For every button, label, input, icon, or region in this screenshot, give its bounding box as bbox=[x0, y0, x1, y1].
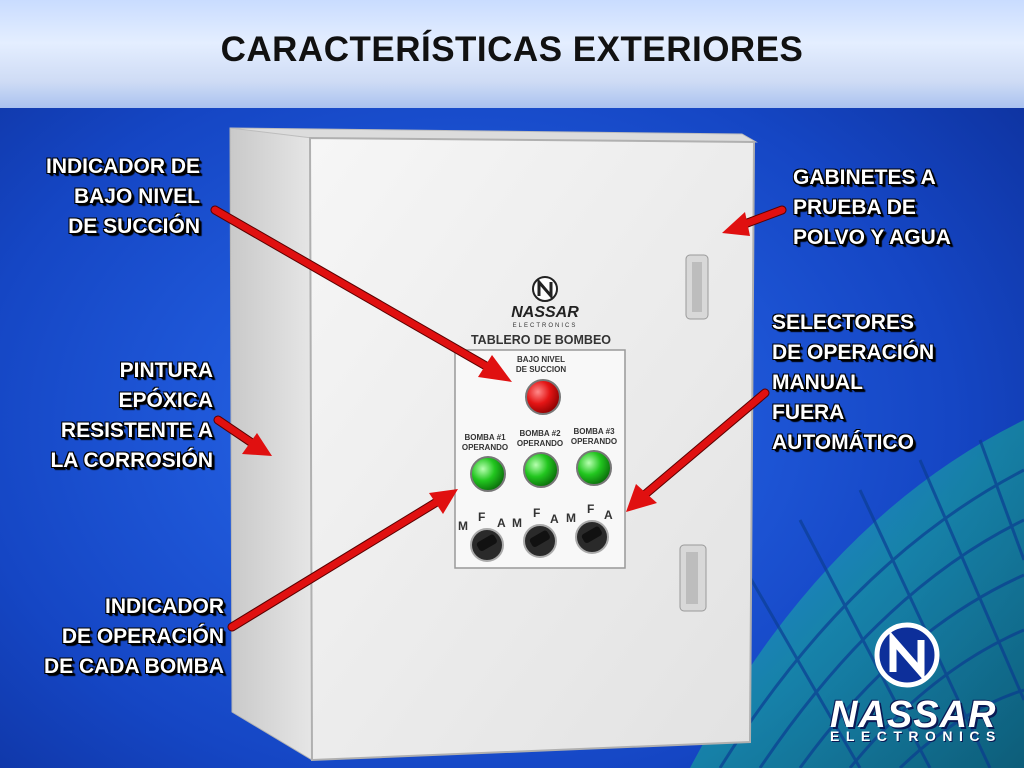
arrow-selectores-icon bbox=[626, 388, 770, 512]
corner-nassar-logo-icon bbox=[874, 622, 940, 688]
sel3-letter-m: M bbox=[566, 511, 576, 525]
panel-label: TABLERO DE BOMBEO bbox=[471, 333, 611, 347]
cabinet-top bbox=[229, 127, 758, 143]
door-nassar-logo-icon bbox=[532, 276, 558, 302]
pump1-label-1: BOMBA #1 bbox=[464, 433, 506, 442]
sel1-letter-f: F bbox=[478, 510, 485, 524]
pump3-label-1: BOMBA #3 bbox=[573, 427, 615, 436]
selector-1-icon bbox=[470, 528, 504, 562]
sel2-letter-a: A bbox=[550, 512, 559, 526]
low-level-label-1: BAJO NIVEL bbox=[517, 355, 565, 364]
arrow-indicador-bomba-icon bbox=[227, 489, 458, 632]
arrow-bajo-nivel-icon bbox=[210, 205, 512, 382]
pump3-label-2: OPERANDO bbox=[571, 437, 617, 446]
pump3-pilot-light-icon bbox=[576, 450, 612, 486]
callout-bajo-nivel: INDICADOR DE BAJO NIVEL DE SUCCIÓN bbox=[45, 155, 200, 238]
low-level-label-2: DE SUCCION bbox=[516, 365, 566, 374]
callout-indicador-bomba: INDICADOR DE OPERACIÓN DE CADA BOMBA bbox=[43, 595, 224, 678]
corner-brand-sub: ELECTRONICS bbox=[830, 728, 1002, 744]
arrow-gabinetes-icon bbox=[722, 205, 787, 236]
pump1-label-2: OPERANDO bbox=[462, 443, 508, 452]
callout-gabinetes: GABINETES A PRUEBA DE POLVO Y AGUA bbox=[793, 166, 951, 249]
hinge-top bbox=[685, 254, 709, 320]
sel1-letter-a: A bbox=[497, 516, 506, 530]
callout-pintura: PINTURA EPÓXICA RESISTENTE A LA CORROSIÓ… bbox=[50, 359, 213, 472]
selector-3-icon bbox=[575, 520, 609, 554]
grid-decoration bbox=[690, 420, 1024, 768]
door-brand-sub: ELECTRONICS bbox=[513, 323, 578, 329]
callout-selectores: SELECTORES DE OPERACIÓN MANUAL FUERA AUT… bbox=[772, 311, 935, 454]
sel2-letter-f: F bbox=[533, 506, 540, 520]
corner-brand: NASSAR bbox=[830, 694, 997, 736]
selector-2-icon bbox=[523, 524, 557, 558]
arrow-pintura-icon bbox=[213, 415, 272, 456]
pump2-label-1: BOMBA #2 bbox=[519, 429, 561, 438]
sel1-letter-m: M bbox=[458, 519, 468, 533]
pump1-pilot-light-icon bbox=[470, 456, 506, 492]
hinge-bottom bbox=[679, 544, 707, 612]
page-title: CARACTERÍSTICAS EXTERIORES bbox=[220, 30, 804, 69]
sel3-letter-f: F bbox=[587, 502, 594, 516]
pump2-pilot-light-icon bbox=[523, 452, 559, 488]
header-band bbox=[0, 0, 1024, 108]
low-level-pilot-light-icon bbox=[525, 379, 561, 415]
sel3-letter-a: A bbox=[604, 508, 613, 522]
door-brand: NASSAR bbox=[511, 304, 579, 321]
pump2-label-2: OPERANDO bbox=[517, 439, 563, 448]
sel2-letter-m: M bbox=[512, 516, 522, 530]
